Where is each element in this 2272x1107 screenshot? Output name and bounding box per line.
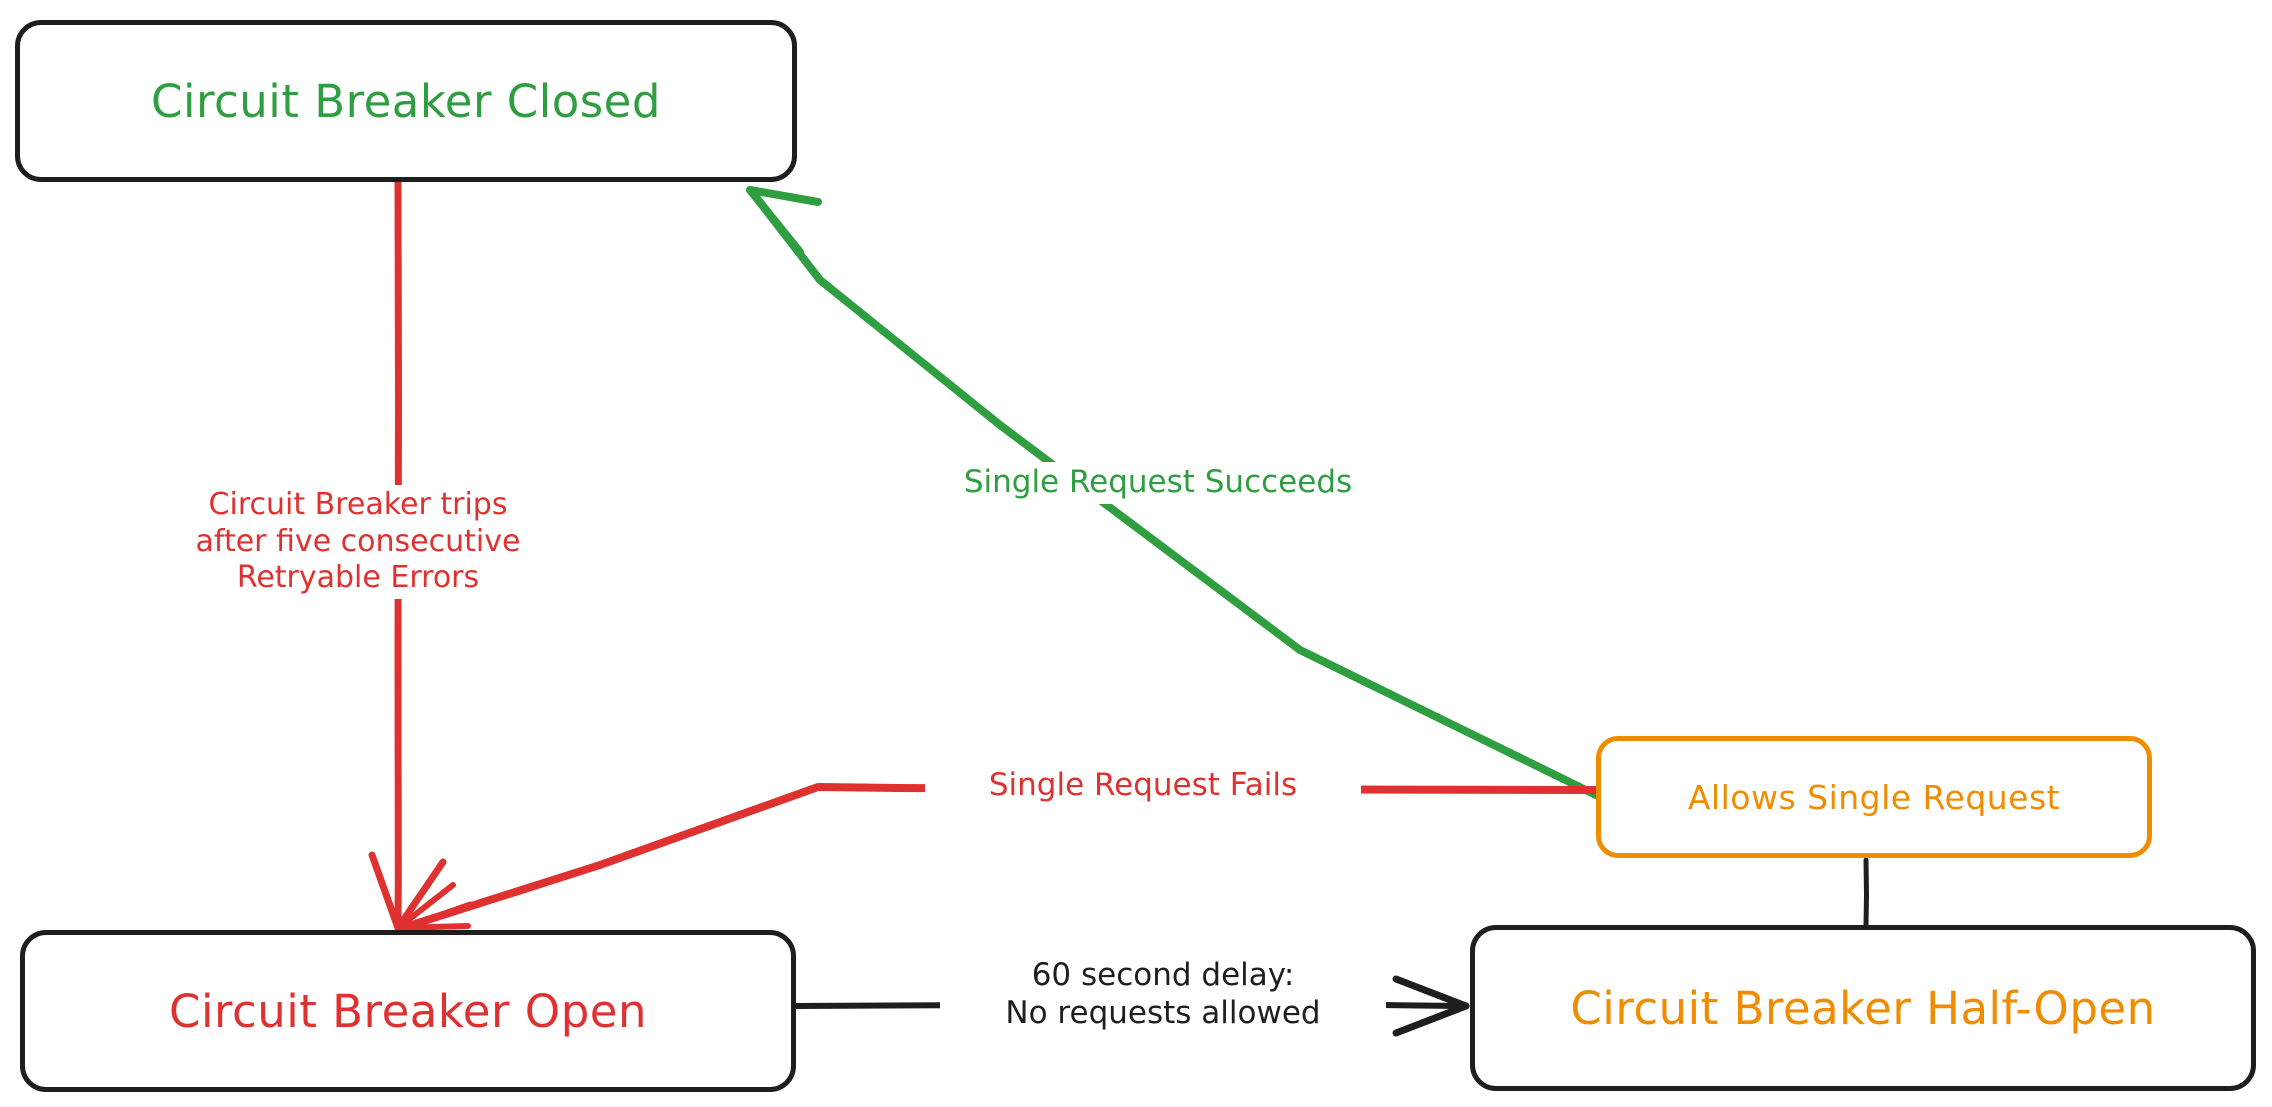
edge-half-open-to-allows: [1863, 857, 1869, 928]
edge-allows-to-open: [396, 783, 1600, 940]
edge-label-closed-to-open: Circuit Breaker trips after five consecu…: [150, 485, 566, 599]
node-allows-single-request[interactable]: Allows Single Request: [1596, 736, 2152, 858]
node-circuit-breaker-closed-label: Circuit Breaker Closed: [151, 74, 661, 128]
node-circuit-breaker-half-open[interactable]: Circuit Breaker Half-Open: [1470, 925, 2256, 1091]
edge-label-open-to-half-open: 60 second delay: No requests allowed: [940, 955, 1386, 1035]
edge-allows-to-closed: [746, 186, 1600, 799]
node-circuit-breaker-open-label: Circuit Breaker Open: [169, 984, 647, 1038]
node-circuit-breaker-half-open-label: Circuit Breaker Half-Open: [1570, 981, 2156, 1035]
edge-label-allows-to-open: Single Request Fails: [925, 765, 1361, 807]
edge-label-allows-to-closed: Single Request Succeeds: [900, 462, 1416, 504]
node-circuit-breaker-open[interactable]: Circuit Breaker Open: [20, 930, 796, 1092]
node-circuit-breaker-closed[interactable]: Circuit Breaker Closed: [15, 20, 797, 182]
node-allows-single-request-label: Allows Single Request: [1687, 777, 2061, 817]
